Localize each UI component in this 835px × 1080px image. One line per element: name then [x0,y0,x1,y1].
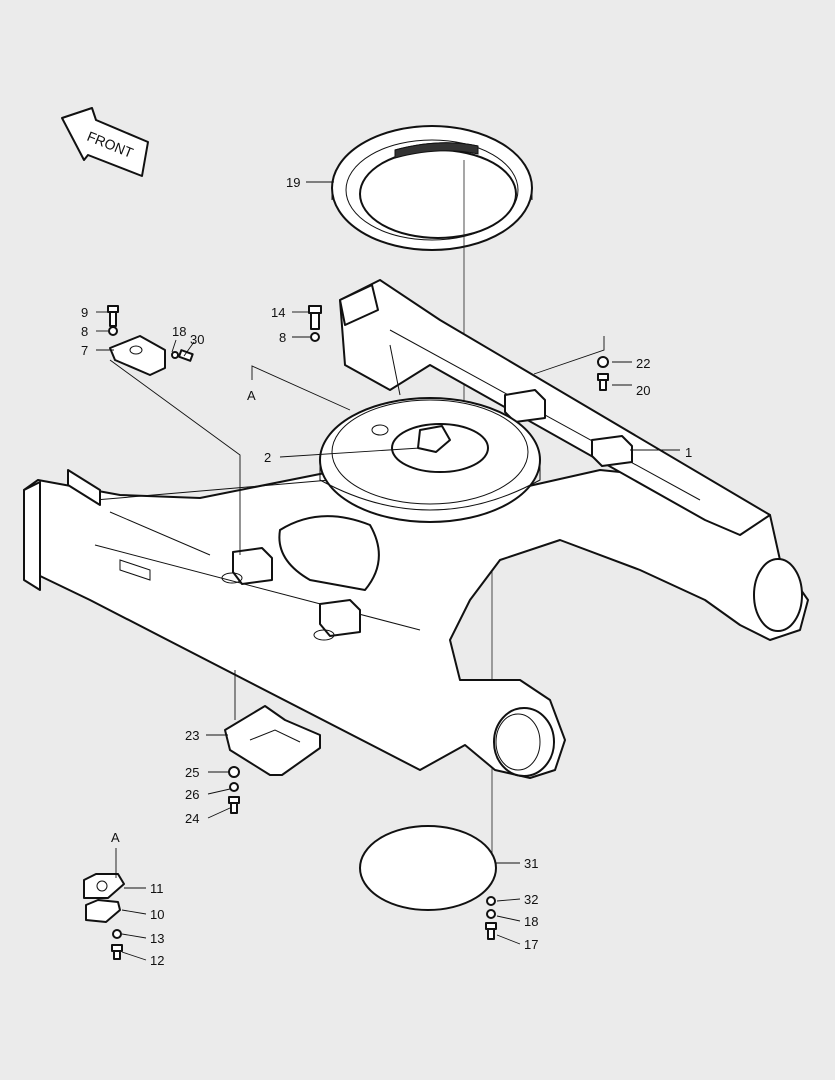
bolt-20-part [597,373,609,391]
centre-drum-part [319,397,541,523]
detail-marker-a: A [111,830,120,845]
washer-26-part [229,782,239,792]
callout-19: 19 [286,175,300,190]
detail-a-plate-11-part [83,873,125,899]
lower-frame-body [23,279,809,779]
callout-32: 32 [524,892,538,907]
callout-23: 23 [185,728,199,743]
washer-8a-part [108,326,118,336]
callout-8-b: 8 [279,330,286,345]
washer-22-part [597,356,609,368]
callout-25: 25 [185,765,199,780]
view-marker-a: A [247,388,256,403]
washer-18b-part [486,909,496,919]
bolt-9-part [107,305,119,327]
cover-plate-31-part [359,825,497,911]
slewing-ring-part [331,125,533,251]
front-direction-arrow: FRONT [61,107,149,177]
washer-25-part [228,766,240,778]
callout-11: 11 [150,881,164,896]
callout-10: 10 [150,907,164,922]
bolt-24-part [228,796,240,814]
callout-20: 20 [636,383,650,398]
bracket-23-part [224,705,321,776]
bracket-7-part [109,335,166,376]
callout-14: 14 [271,305,285,320]
washer-8b-part [310,332,320,342]
callout-22: 22 [636,356,650,371]
washer-32-part [486,896,496,906]
detail-a-gasket-10-part [85,899,121,923]
callout-30: 30 [190,332,204,347]
callout-13: 13 [150,931,164,946]
bolt-18-30-part [171,349,194,362]
bolt-14-part [308,305,322,330]
callout-1: 1 [685,445,692,460]
callout-31: 31 [524,856,538,871]
callout-9: 9 [81,305,88,320]
callout-7: 7 [81,343,88,358]
callout-18-b: 18 [524,914,538,929]
callout-labels: 19 9 8 7 18 30 14 8 22 20 1 2 23 25 26 2… [81,175,692,968]
washer-13-part [112,929,122,939]
callout-12: 12 [150,953,164,968]
callout-2: 2 [264,450,271,465]
bolt-17-part [485,922,497,940]
callout-8: 8 [81,324,88,339]
callout-26: 26 [185,787,199,802]
callout-18: 18 [172,324,186,339]
leader-lines [96,181,680,961]
callout-17: 17 [524,937,538,952]
callout-24: 24 [185,811,199,826]
bolt-12-part [111,944,123,960]
